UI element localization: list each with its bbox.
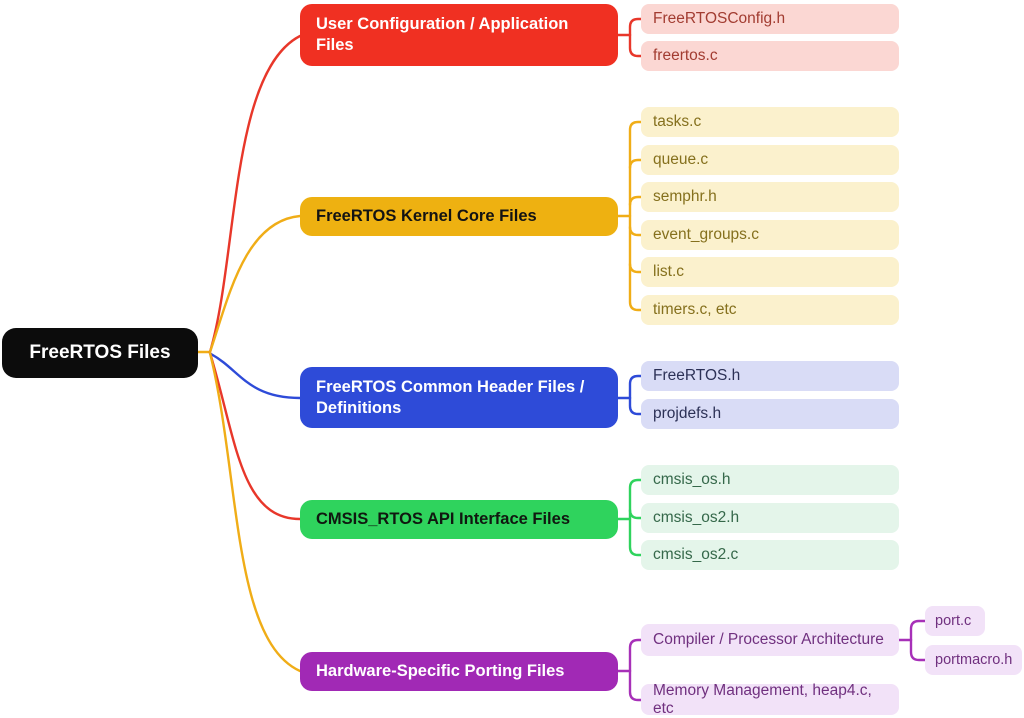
group-node-compiler-architecture: Compiler / Processor Architecture — [641, 624, 899, 656]
bracket-porting-up — [628, 638, 643, 673]
group-node-memory-management: Memory Management, heap4.c, etc — [641, 682, 899, 717]
file-node-list-c: list.c — [641, 257, 899, 287]
bracket-cmsis-spur — [628, 508, 643, 520]
bracket-user-config-up — [628, 17, 643, 37]
bracket-kernel-spur-1 — [628, 158, 643, 170]
file-node-queue-c: queue.c — [641, 145, 899, 175]
bracket-arch-up — [909, 619, 927, 642]
branch-kernel-core-files: FreeRTOS Kernel Core Files — [300, 197, 618, 236]
bracket-header-down — [628, 396, 643, 416]
bracket-kernel-spine — [628, 120, 643, 312]
branch-user-configuration-files: User Configuration / Application Files — [300, 4, 618, 66]
file-node-cmsis-os-h: cmsis_os.h — [641, 465, 899, 495]
bracket-kernel-spur-4 — [628, 262, 643, 274]
file-node-cmsis-os2-h: cmsis_os2.h — [641, 503, 899, 533]
file-node-freertos-h: FreeRTOS.h — [641, 361, 899, 391]
edge-root-to-user-config — [208, 34, 302, 354]
bracket-kernel-spur-2 — [628, 195, 643, 207]
edge-root-to-porting — [208, 351, 302, 673]
file-node-projdefs-h: projdefs.h — [641, 399, 899, 429]
branch-common-header-files: FreeRTOS Common Header Files / Definitio… — [300, 367, 618, 428]
file-node-port-c: port.c — [925, 606, 985, 636]
edge-root-to-cmsis-api — [208, 351, 302, 521]
bracket-porting-down — [628, 669, 643, 702]
edge-root-to-common-header — [209, 352, 302, 400]
bracket-arch-down — [909, 638, 927, 662]
file-node-portmacro-h: portmacro.h — [925, 645, 1022, 675]
file-node-timers-c: timers.c, etc — [641, 295, 899, 325]
file-node-event-groups-c: event_groups.c — [641, 220, 899, 250]
bracket-cmsis-spine — [628, 478, 643, 557]
bracket-header-up — [628, 374, 643, 400]
branch-hardware-porting-files: Hardware-Specific Porting Files — [300, 652, 618, 691]
bracket-user-config-down — [628, 33, 643, 58]
file-node-freertosconfig-h: FreeRTOSConfig.h — [641, 4, 899, 34]
file-node-cmsis-os2-c: cmsis_os2.c — [641, 540, 899, 570]
file-node-semphr-h: semphr.h — [641, 182, 899, 212]
bracket-kernel-spur-3 — [628, 225, 643, 237]
file-node-freertos-c: freertos.c — [641, 41, 899, 71]
edge-root-to-kernel-core — [208, 214, 302, 354]
branch-cmsis-rtos-api-files: CMSIS_RTOS API Interface Files — [300, 500, 618, 539]
file-node-tasks-c: tasks.c — [641, 107, 899, 137]
root-node-freertos-files: FreeRTOS Files — [2, 328, 198, 378]
